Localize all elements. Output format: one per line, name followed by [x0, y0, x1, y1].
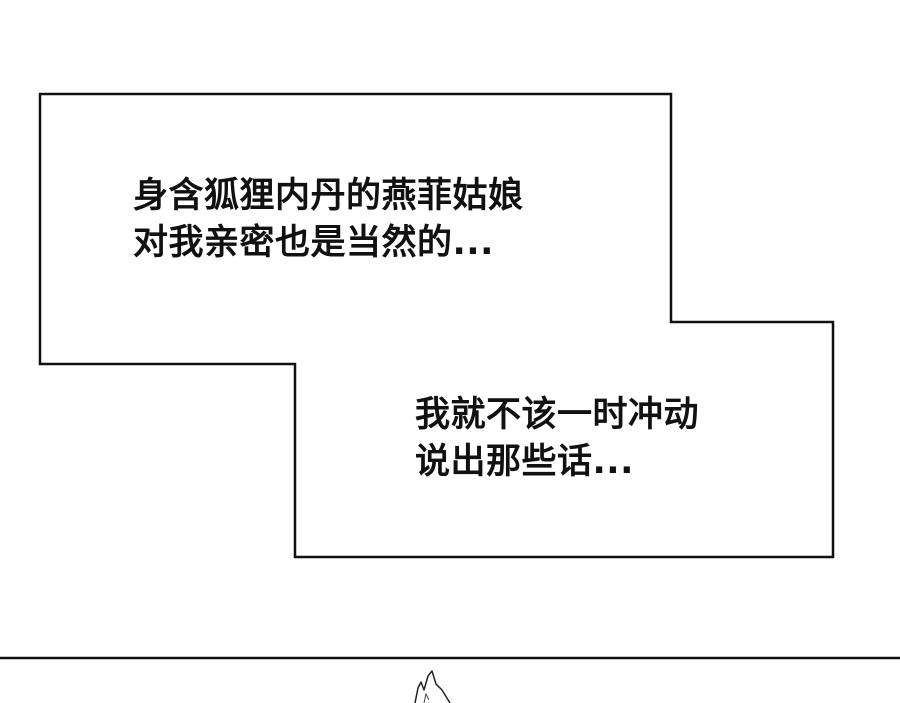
caption-1-line-1: 身含狐狸内丹的燕菲姑娘: [133, 176, 524, 216]
caption-2-line-1: 我就不该一时冲动: [415, 395, 700, 435]
caption-1-line-2: 对我亲密也是当然的...: [133, 223, 494, 263]
hair-tip-drawing: [414, 670, 451, 703]
caption-2: 我就不该一时冲动 说出那些话...: [415, 392, 699, 486]
caption-1: 身含狐狸内丹的燕菲姑娘 对我亲密也是当然的...: [133, 173, 524, 267]
caption-2-line-2: 说出那些话...: [415, 442, 634, 482]
